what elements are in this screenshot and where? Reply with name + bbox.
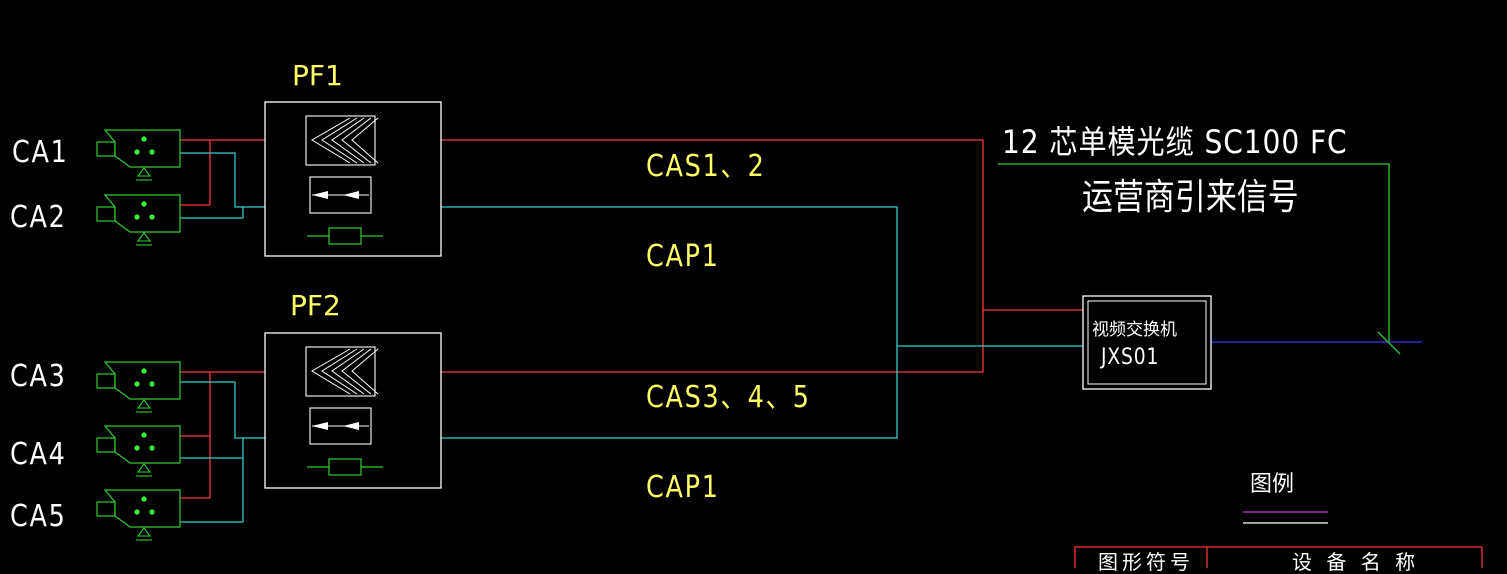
camera-label-ca4: CA4 xyxy=(10,437,67,472)
distribution-panel xyxy=(264,332,442,489)
switch-id-label: JXS01 xyxy=(1101,345,1160,370)
legend-col-name: 设 备 名 称 xyxy=(1292,550,1420,574)
camera-icon xyxy=(96,194,181,246)
cable-label-signal-top: CAS1、2 xyxy=(646,149,766,184)
power-wire xyxy=(180,438,244,459)
fiber-spec-label: 12 芯单模光缆 SC100 FC xyxy=(1002,123,1348,161)
power-supply-icon xyxy=(307,227,383,245)
distribution-panels xyxy=(264,101,442,489)
fiber-termination-tick xyxy=(1377,331,1401,355)
patch-panel-icon xyxy=(305,115,379,166)
camera-wiring-pf2 xyxy=(180,371,265,523)
panel-label-pf2: PF2 xyxy=(290,289,341,322)
cable-label-signal-bottom: CAS3、4、5 xyxy=(646,380,811,415)
fiber-source-label: 运营商引来信号 xyxy=(1082,177,1299,218)
switch-outer-box xyxy=(1082,295,1212,390)
optical-transceiver-icon xyxy=(309,407,372,445)
camera-wiring-pf1 xyxy=(180,139,265,219)
switch-name-label: 视频交换机 xyxy=(1092,320,1177,340)
video-switch xyxy=(1082,295,1212,390)
power-wire xyxy=(180,152,265,208)
optical-transceiver-icon xyxy=(309,176,372,214)
camera-label-ca1: CA1 xyxy=(12,135,69,170)
camera-label-ca3: CA3 xyxy=(10,359,67,394)
camera-label-ca2: CA2 xyxy=(10,200,67,235)
signal-wire xyxy=(180,140,211,206)
signal-trunk-top xyxy=(441,139,984,373)
cable-label-power-top: CAP1 xyxy=(646,239,720,274)
cable-label-power-bottom: CAP1 xyxy=(646,470,720,505)
distribution-panel xyxy=(264,101,442,257)
camera-icon xyxy=(96,489,181,541)
fiber-cable xyxy=(998,163,1422,355)
legend-title: 图例 xyxy=(1250,472,1295,497)
legend xyxy=(1074,511,1483,568)
panel-label-pf1: PF1 xyxy=(292,59,343,92)
power-wire xyxy=(180,458,244,523)
patch-panel-icon xyxy=(305,346,379,397)
power-trunk-top xyxy=(441,206,898,439)
signal-wire xyxy=(180,436,211,499)
trunk-lines xyxy=(441,139,1083,439)
camera-icon xyxy=(96,361,181,413)
power-wire xyxy=(180,381,265,439)
legend-col-symbol: 图形符号 xyxy=(1098,550,1194,574)
legend-table-border xyxy=(1074,546,1483,568)
panel-box xyxy=(264,332,442,489)
power-wire xyxy=(180,207,244,219)
fiber-line xyxy=(998,163,1390,342)
power-supply-icon xyxy=(307,458,383,476)
camera-label-ca5: CA5 xyxy=(10,499,67,534)
cameras xyxy=(96,129,181,541)
switch-inner-box xyxy=(1087,300,1207,385)
camera-icon xyxy=(96,425,181,477)
panel-box xyxy=(264,101,442,257)
camera-icon xyxy=(96,129,181,181)
